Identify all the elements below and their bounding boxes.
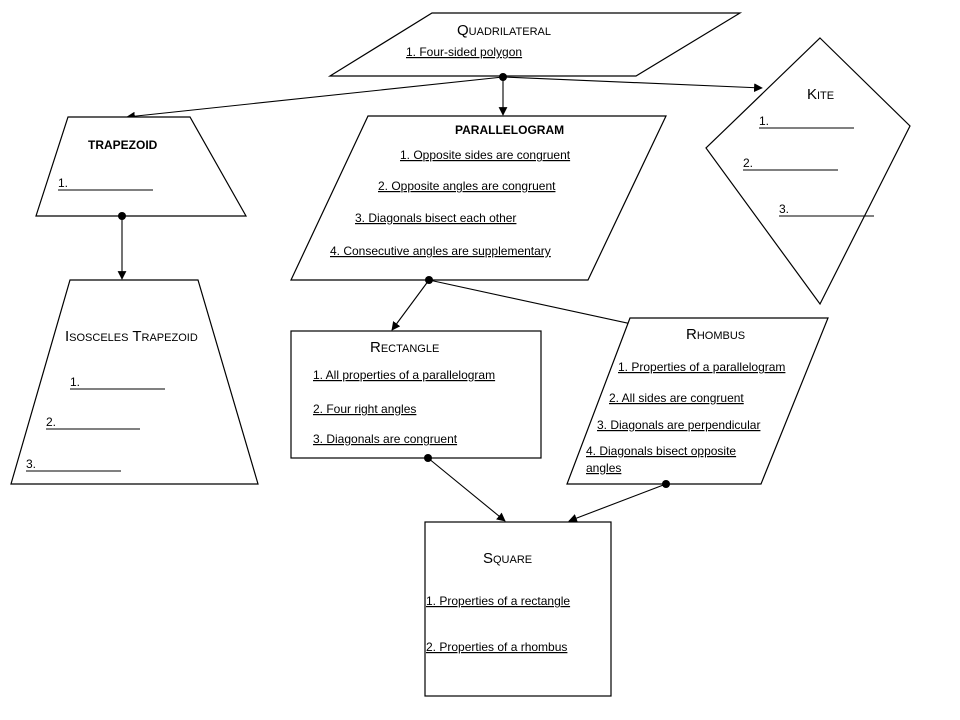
rhombus-node: Rhombus 1. Properties of a parallelogram… [566, 317, 829, 488]
parallelogram-connector-dot [425, 276, 433, 284]
trapezoid-blank-1: 1. [58, 176, 68, 190]
arrow-quadrilateral-to-trapezoid [126, 76, 504, 121]
isosceles-trapezoid-blank-1: 1. [70, 375, 80, 389]
quadrilateral-title: Quadrilateral [457, 22, 551, 39]
isosceles-trapezoid-node: Isosceles Trapezoid 1. 2. 3. [10, 279, 259, 485]
arrow-rhombus-to-square [568, 483, 667, 523]
rectangle-title: Rectangle [370, 339, 439, 356]
arrow-quadrilateral-to-kite [502, 76, 763, 93]
parallelogram-property-1: 1. Opposite sides are congruent [400, 148, 571, 162]
rhombus-property-4-line-2: angles [586, 461, 621, 475]
kite-node: Kite 1. 2. 3. [705, 37, 911, 306]
trapezoid-title: TRAPEZOID [88, 138, 158, 152]
kite-title: Kite [807, 86, 834, 103]
kite-blank-3: 3. [779, 202, 789, 216]
quadrilateral-node: Quadrilateral 1. Four-sided polygon [327, 12, 743, 81]
rectangle-property-3: 3. Diagonals are congruent [313, 432, 458, 446]
rectangle-node: Rectangle 1. All properties of a paralle… [290, 330, 542, 462]
square-property-2: 2. Properties of a rhombus [426, 640, 567, 654]
isosceles-trapezoid-blank-3: 3. [26, 457, 36, 471]
kite-blank-2: 2. [743, 156, 753, 170]
trapezoid-shape [35, 116, 248, 217]
connectors [117, 76, 763, 523]
rhombus-connector-dot [662, 480, 670, 488]
kite-blank-1: 1. [759, 114, 769, 128]
kite-shape [705, 37, 911, 306]
parallelogram-property-4: 4. Consecutive angles are supplementary [330, 244, 551, 258]
square-title: Square [483, 550, 532, 567]
square-property-1: 1. Properties of a rectangle [426, 594, 570, 608]
square-node: Square 1. Properties of a rectangle 2. P… [424, 521, 612, 697]
rhombus-property-3: 3. Diagonals are perpendicular [597, 418, 760, 432]
rhombus-shape [566, 317, 829, 485]
quadrilateral-parallelogram-shape [327, 12, 743, 77]
rectangle-property-2: 2. Four right angles [313, 402, 416, 416]
quadrilateral-property-1: 1. Four-sided polygon [406, 45, 522, 59]
parallelogram-node: PARALLELOGRAM 1. Opposite sides are cong… [290, 115, 667, 284]
parallelogram-shape [290, 115, 667, 281]
rhombus-title: Rhombus [686, 326, 745, 343]
isosceles-trapezoid-blank-2: 2. [46, 415, 56, 429]
rectangle-property-1: 1. All properties of a parallelogram [313, 368, 495, 382]
arrow-parallelogram-to-rectangle [391, 279, 430, 331]
rhombus-property-2: 2. All sides are congruent [609, 391, 744, 405]
rhombus-property-1: 1. Properties of a parallelogram [618, 360, 785, 374]
rectangle-shape [290, 330, 542, 459]
rhombus-property-4-line-1: 4. Diagonals bisect opposite [586, 444, 736, 458]
parallelogram-property-3: 3. Diagonals bisect each other [355, 211, 516, 225]
parallelogram-title: PARALLELOGRAM [455, 123, 564, 137]
arrow-parallelogram-to-rhombus [428, 279, 637, 328]
rectangle-connector-dot [424, 454, 432, 462]
quadrilateral-connector-dot [499, 73, 507, 81]
parallelogram-property-2: 2. Opposite angles are congruent [378, 179, 556, 193]
arrow-rectangle-to-square [427, 457, 506, 522]
trapezoid-node: TRAPEZOID 1. [35, 116, 248, 220]
trapezoid-connector-dot [118, 212, 126, 220]
square-shape [424, 521, 612, 697]
isosceles-trapezoid-title: Isosceles Trapezoid [65, 328, 198, 345]
isosceles-trapezoid-shape [10, 279, 259, 485]
